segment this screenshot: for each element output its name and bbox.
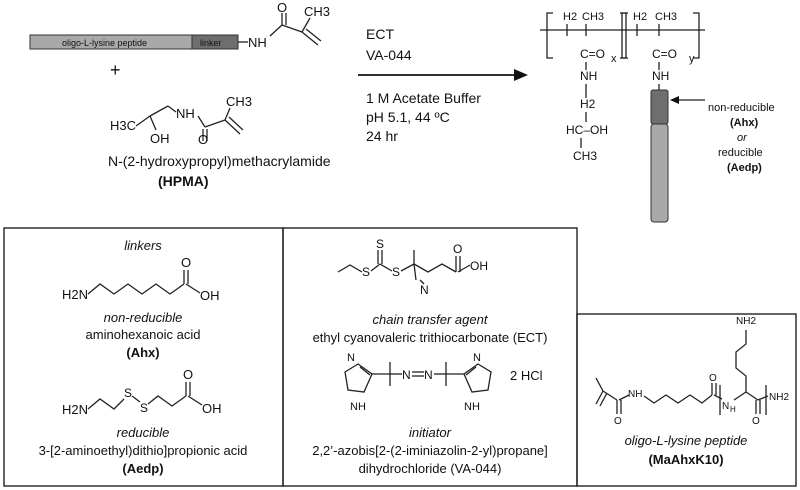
condition-va044: VA-044: [366, 47, 412, 63]
aedp-s2: S: [140, 401, 148, 415]
ahx-type: non-reducible: [104, 310, 183, 325]
pep-o2: O: [709, 373, 717, 384]
aedp-type: reducible: [117, 425, 170, 440]
va-azo-n1: N: [402, 368, 411, 382]
copolymer-product: H2 CH3 C=O x NH H2 HC–OH CH3 H2 CH3 C=O …: [540, 11, 705, 223]
side-h2-1: H2: [580, 97, 596, 111]
va-azo-n2: N: [424, 368, 433, 382]
product-peptide-block: [650, 123, 669, 223]
ahx-oh: OH: [200, 288, 220, 303]
side-ch3: CH3: [573, 149, 597, 163]
hpma-oh: OH: [150, 131, 170, 146]
peptide-linker-monomer: oligo-L-lysine peptide linker NH O CH3: [29, 0, 330, 50]
va044-structure: N NH N N N NH 2 HCl: [344, 352, 543, 413]
pep-h: H: [730, 405, 736, 414]
note-ahx: (Ahx): [730, 117, 758, 129]
peptide-abbr: (MaAhxK10): [648, 452, 723, 467]
note-or: or: [737, 132, 748, 144]
subscript-x: x: [611, 53, 617, 65]
va-salt: 2 HCl: [510, 368, 543, 383]
ect-s1: S: [362, 265, 370, 279]
note-reducible: reducible: [718, 147, 763, 159]
initiator-title: initiator: [409, 425, 452, 440]
pep-o1: O: [614, 416, 622, 427]
ahx-abbr: (Ahx): [126, 345, 159, 360]
side-hcoh: HC–OH: [566, 123, 608, 137]
backbone-ch3-1: CH3: [582, 11, 604, 23]
peptide-title: oligo-L-lysine peptide: [625, 433, 748, 448]
peptide-box: [576, 313, 797, 487]
reaction-arrow: [358, 69, 528, 81]
hpma-o: O: [198, 132, 208, 147]
plus-sign: +: [110, 60, 121, 80]
hpma-h3c: H3C: [110, 118, 136, 133]
va044-name-2: dihydrochloride (VA-044): [359, 461, 502, 476]
ect-name: ethyl cyanovaleric trithiocarbonate (ECT…: [313, 330, 548, 345]
va-left-n: N: [347, 352, 355, 364]
hpma-abbr: (HPMA): [158, 173, 209, 189]
ahx-structure: H2N O OH: [62, 255, 220, 303]
va-left-nh: NH: [350, 401, 366, 413]
pep-nh2-backbone: N: [722, 401, 729, 412]
condition-ph-temp: pH 5.1, 44 ºC: [366, 109, 450, 125]
ahx-name: aminohexanoic acid: [86, 327, 201, 342]
peptide-bar-label: oligo-L-lysine peptide: [62, 38, 147, 48]
va044-name-1: 2,2’-azobis[2-(2-iminiazolin-2-yl)propan…: [312, 443, 548, 458]
va-right-nh: NH: [464, 401, 480, 413]
backbone-ch3-2: CH3: [655, 11, 677, 23]
ahx-h2n: H2N: [62, 287, 88, 302]
side-nh-1: NH: [580, 69, 597, 83]
cta-title: chain transfer agent: [373, 312, 489, 327]
aedp-s1: S: [124, 386, 132, 400]
hpma-name: N-(2-hydroxypropyl)methacrylamide: [108, 153, 331, 169]
aedp-h2n: H2N: [62, 402, 88, 417]
backbone-h2-2: H2: [633, 11, 647, 23]
note-nonreducible: non-reducible: [708, 102, 775, 114]
hpma-ch3: CH3: [226, 94, 252, 109]
pep-nh1: NH: [628, 389, 642, 400]
condition-buffer: 1 M Acetate Buffer: [366, 90, 481, 106]
backbone-h2-1: H2: [563, 11, 577, 23]
pep-o3: O: [752, 416, 760, 427]
product-linker-block: [650, 89, 669, 125]
condition-time: 24 hr: [366, 128, 398, 144]
condition-ect: ECT: [366, 26, 394, 42]
hpma-nh: NH: [176, 106, 195, 121]
side-nh-2: NH: [652, 69, 669, 83]
aedp-name: 3-[2-aminoethyl)dithio]propionic acid: [39, 443, 248, 458]
carbonyl-1: C=O: [580, 47, 605, 61]
ect-oh: OH: [470, 259, 488, 273]
aedp-oh: OH: [202, 401, 222, 416]
ahx-o: O: [181, 255, 191, 270]
carbonyl-2: C=O: [652, 47, 677, 61]
ect-structure: S S S N O OH: [337, 237, 488, 297]
amide-nh: NH: [248, 35, 267, 50]
ect-n: N: [420, 283, 429, 297]
pep-c-nh2: NH2: [769, 392, 789, 403]
linkers-title: linkers: [124, 238, 162, 253]
aedp-structure: H2N S S O OH: [62, 367, 222, 417]
subscript-y: y: [689, 53, 695, 65]
methyl-label: CH3: [304, 4, 330, 19]
pep-lys-nh2: NH2: [736, 316, 756, 327]
aedp-o: O: [183, 367, 193, 382]
note-aedp: (Aedp): [727, 162, 762, 174]
maahxk10-structure: O NH O N H NH2 O NH2: [595, 316, 789, 427]
linker-bar-label: linker: [200, 38, 222, 48]
ect-s2: S: [392, 265, 400, 279]
aedp-abbr: (Aedp): [122, 461, 163, 476]
ect-s-thione: S: [376, 237, 384, 251]
carbonyl-o: O: [277, 0, 287, 15]
va-right-n: N: [473, 352, 481, 364]
hpma-structure: H3C OH NH O CH3: [110, 94, 252, 147]
ect-o: O: [453, 242, 462, 256]
